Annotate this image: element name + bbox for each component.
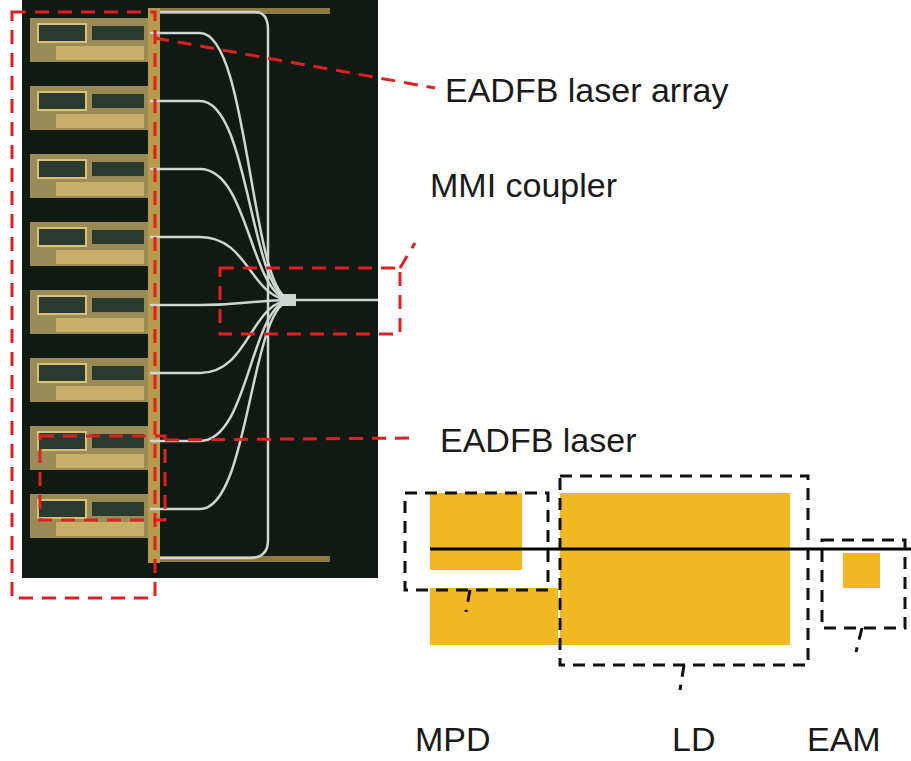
laser-electrodes xyxy=(30,8,330,563)
eadfb-schematic xyxy=(405,476,911,690)
ld-label: LD xyxy=(672,722,715,756)
red-dashed-callouts xyxy=(12,12,435,598)
chip-photo xyxy=(22,0,378,578)
laser-label: EADFB laser xyxy=(440,423,637,457)
array-label: EADFB laser array xyxy=(445,73,728,107)
eam-label: EAM xyxy=(807,722,881,756)
output-waveguide xyxy=(295,299,378,302)
mpd-label: MPD xyxy=(415,722,491,756)
coupler-label: MMI coupler xyxy=(430,168,617,202)
waveguides xyxy=(150,12,292,558)
